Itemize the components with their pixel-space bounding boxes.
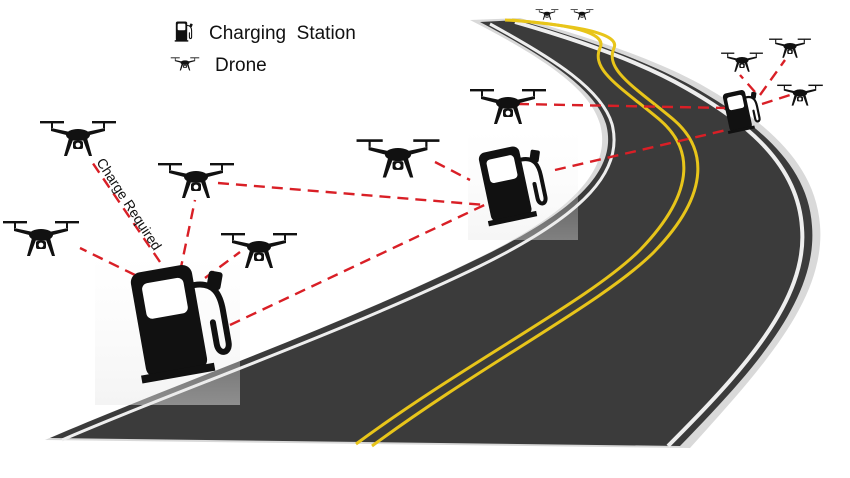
center-line — [355, 18, 686, 446]
drone-icon — [158, 163, 234, 198]
legend-label-charging-station: Charging Station — [209, 23, 356, 44]
drone-icon — [470, 89, 546, 124]
drone-icon — [535, 9, 559, 20]
drone-icon — [721, 52, 763, 72]
legend: Charging Station Drone — [170, 20, 356, 76]
road — [45, 18, 821, 448]
legend-item-charging-station: Charging Station — [174, 20, 356, 44]
drone-icon — [356, 139, 440, 178]
fuel-pump-icon — [174, 20, 194, 42]
legend-item-drone: Drone — [170, 55, 267, 76]
drone-icon — [40, 121, 116, 156]
charge-required-label: Charge Required — [93, 155, 164, 253]
drone-icon — [170, 57, 200, 71]
legend-label-drone: Drone — [215, 55, 267, 76]
drone-icon — [777, 84, 823, 106]
drone-icon — [570, 9, 594, 20]
drone-icon — [769, 38, 811, 58]
drone-icon — [3, 221, 79, 256]
